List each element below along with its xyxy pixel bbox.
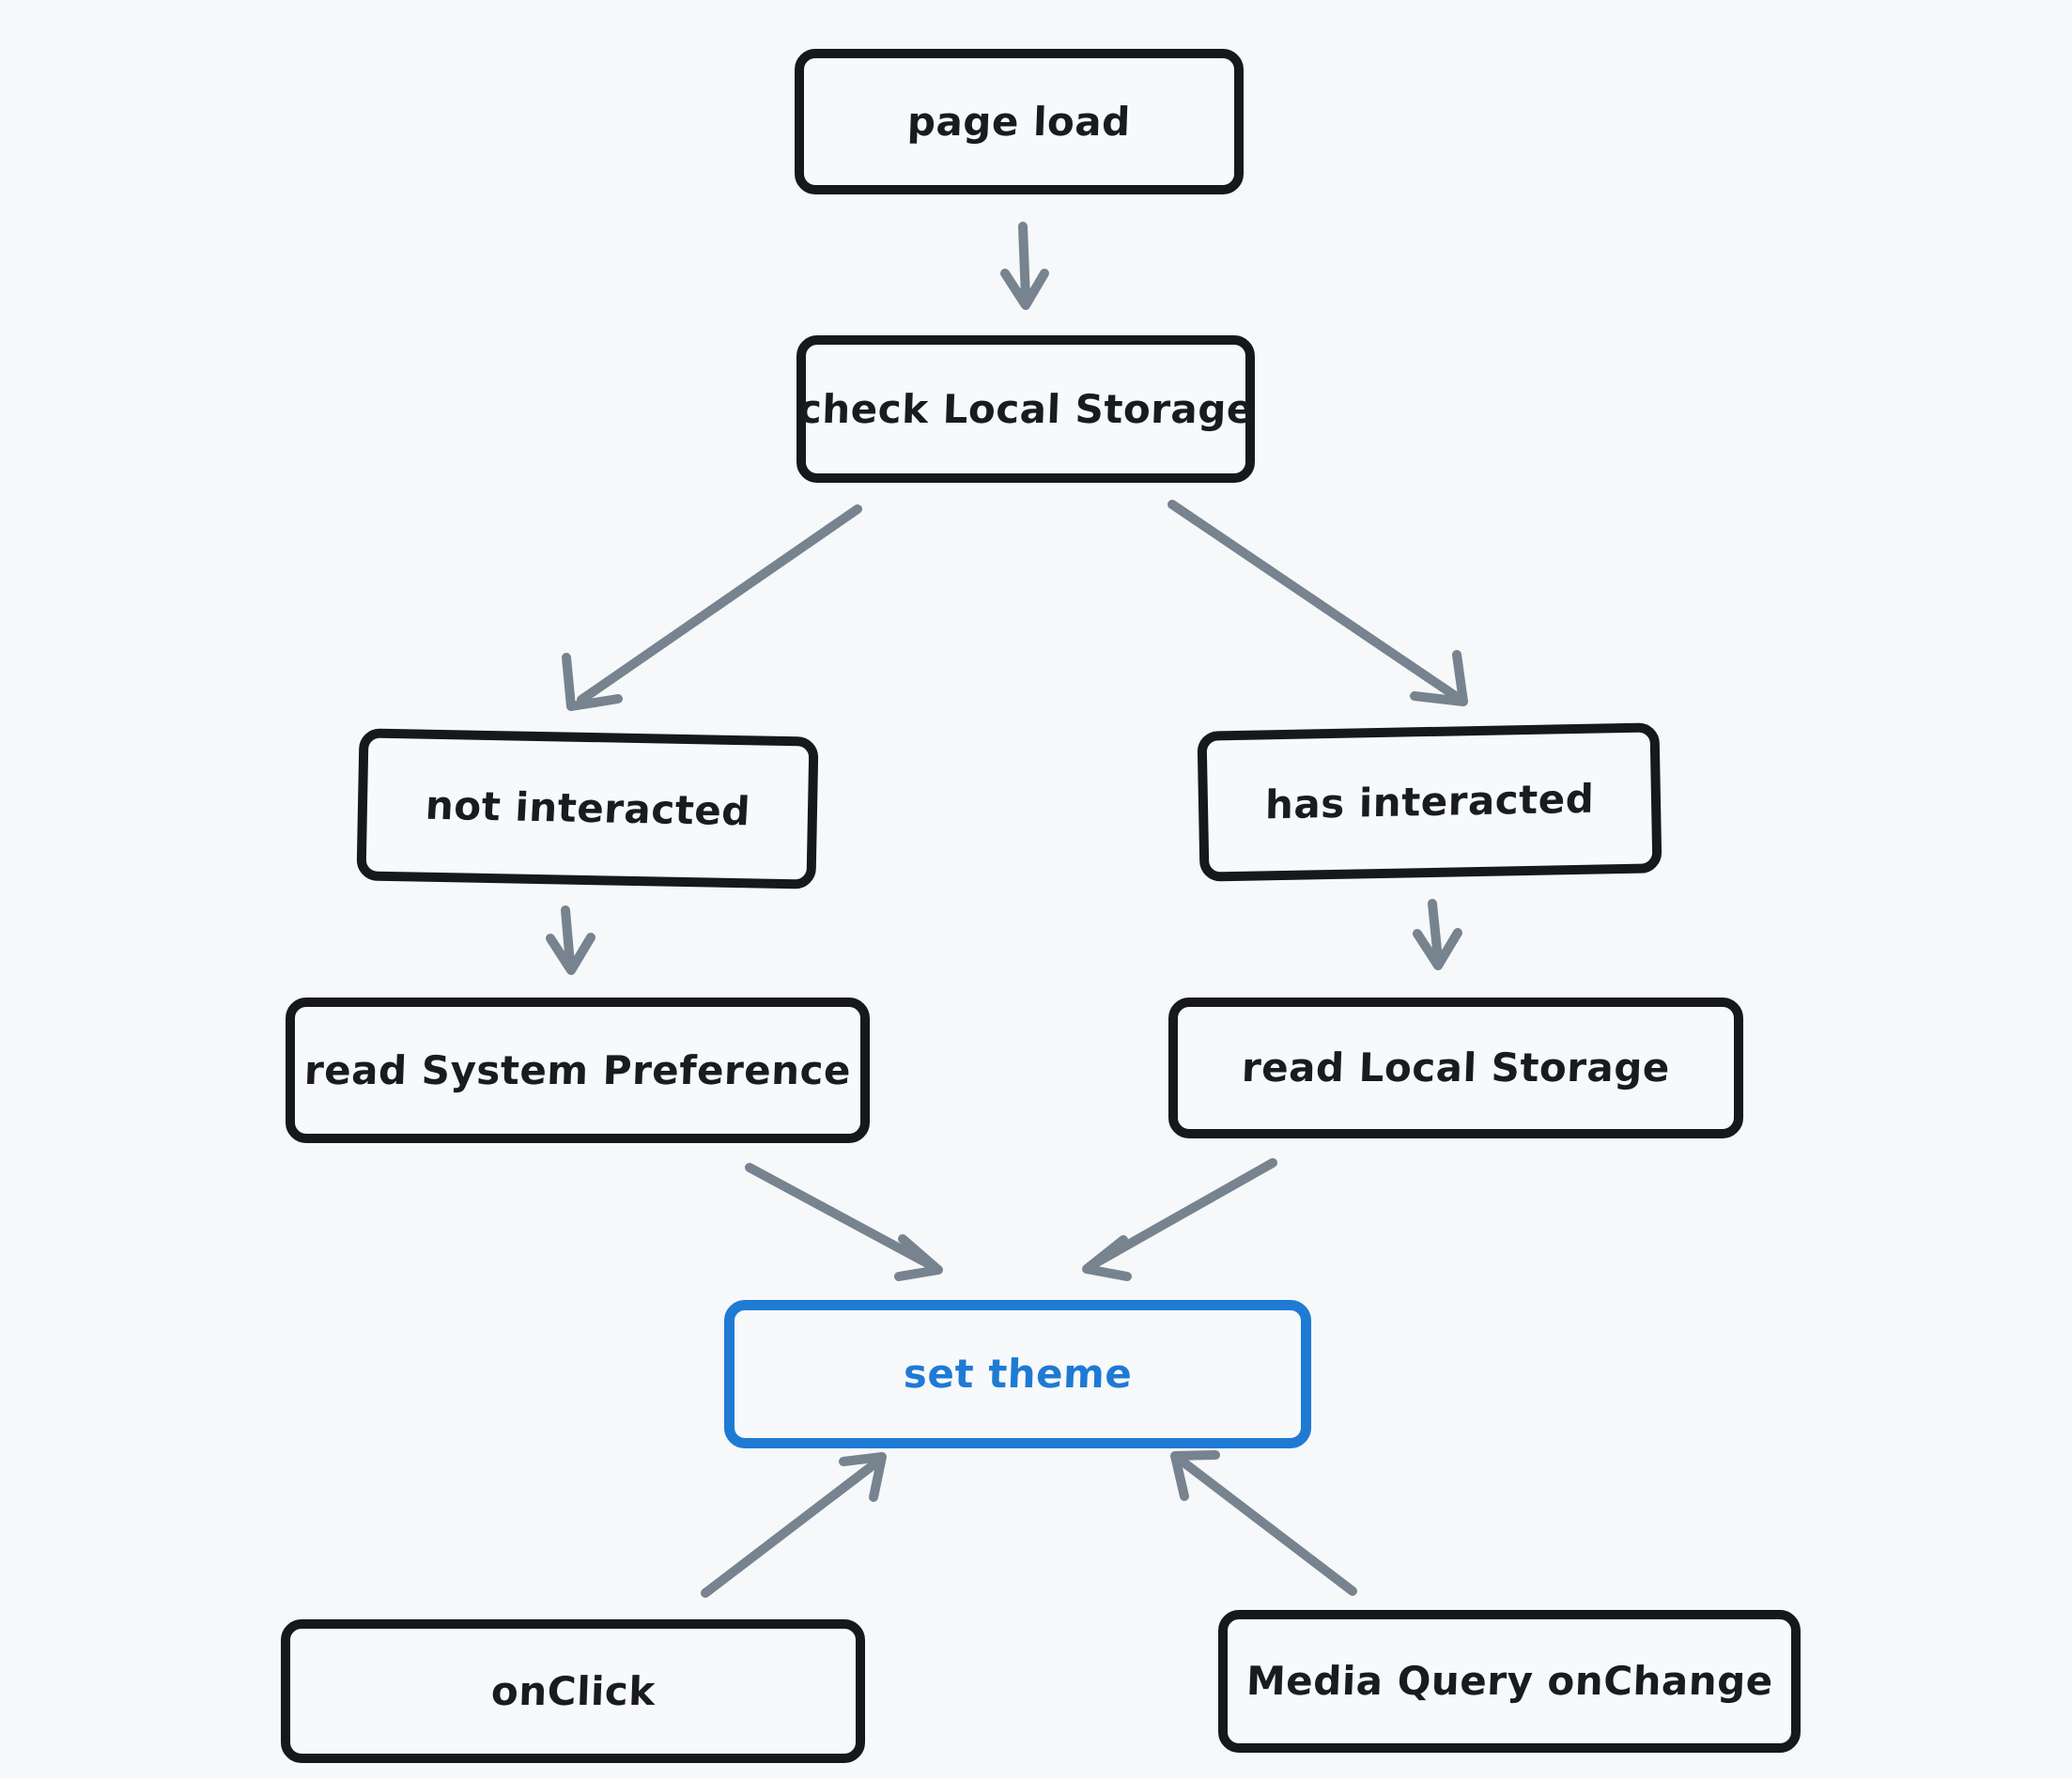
- edge-check-local-to-not-interacted: [562, 504, 862, 711]
- node-media-query-onchange-label: Media Query onChange: [1245, 1658, 1774, 1704]
- node-check-local-storage[interactable]: check Local Storage: [796, 335, 1255, 483]
- node-read-local-storage[interactable]: read Local Storage: [1168, 998, 1743, 1138]
- edge-has-interacted-to-read-local: [1413, 899, 1462, 970]
- node-read-system-preference-label: read System Preference: [303, 1046, 852, 1093]
- node-set-theme-label: set theme: [902, 1351, 1134, 1397]
- node-set-theme[interactable]: set theme: [724, 1300, 1311, 1448]
- node-not-interacted-label: not interacted: [424, 781, 751, 835]
- node-page-load-label: page load: [906, 98, 1132, 145]
- edge-check-local-to-has-interacted: [1167, 500, 1468, 706]
- node-read-local-storage-label: read Local Storage: [1241, 1044, 1671, 1091]
- node-not-interacted[interactable]: not interacted: [356, 728, 819, 890]
- node-onclick-label: onClick: [489, 1667, 657, 1714]
- node-read-system-preference[interactable]: read System Preference: [286, 998, 870, 1143]
- edge-page-load-to-check-local: [1000, 222, 1049, 310]
- node-has-interacted-label: has interacted: [1264, 775, 1595, 828]
- node-page-load[interactable]: page load: [795, 49, 1244, 194]
- node-media-query-onchange[interactable]: Media Query onChange: [1218, 1610, 1801, 1753]
- edge-read-system-to-set-theme: [745, 1163, 943, 1281]
- edge-read-local-to-set-theme: [1082, 1158, 1277, 1281]
- edge-media-query-to-set-theme: [1170, 1450, 1357, 1596]
- edge-not-interacted-to-read-system: [546, 905, 595, 975]
- edge-onclick-to-set-theme: [701, 1452, 887, 1598]
- node-check-local-storage-label: check Local Storage: [796, 385, 1255, 432]
- node-onclick[interactable]: onClick: [281, 1619, 865, 1763]
- node-has-interacted[interactable]: has interacted: [1197, 722, 1662, 882]
